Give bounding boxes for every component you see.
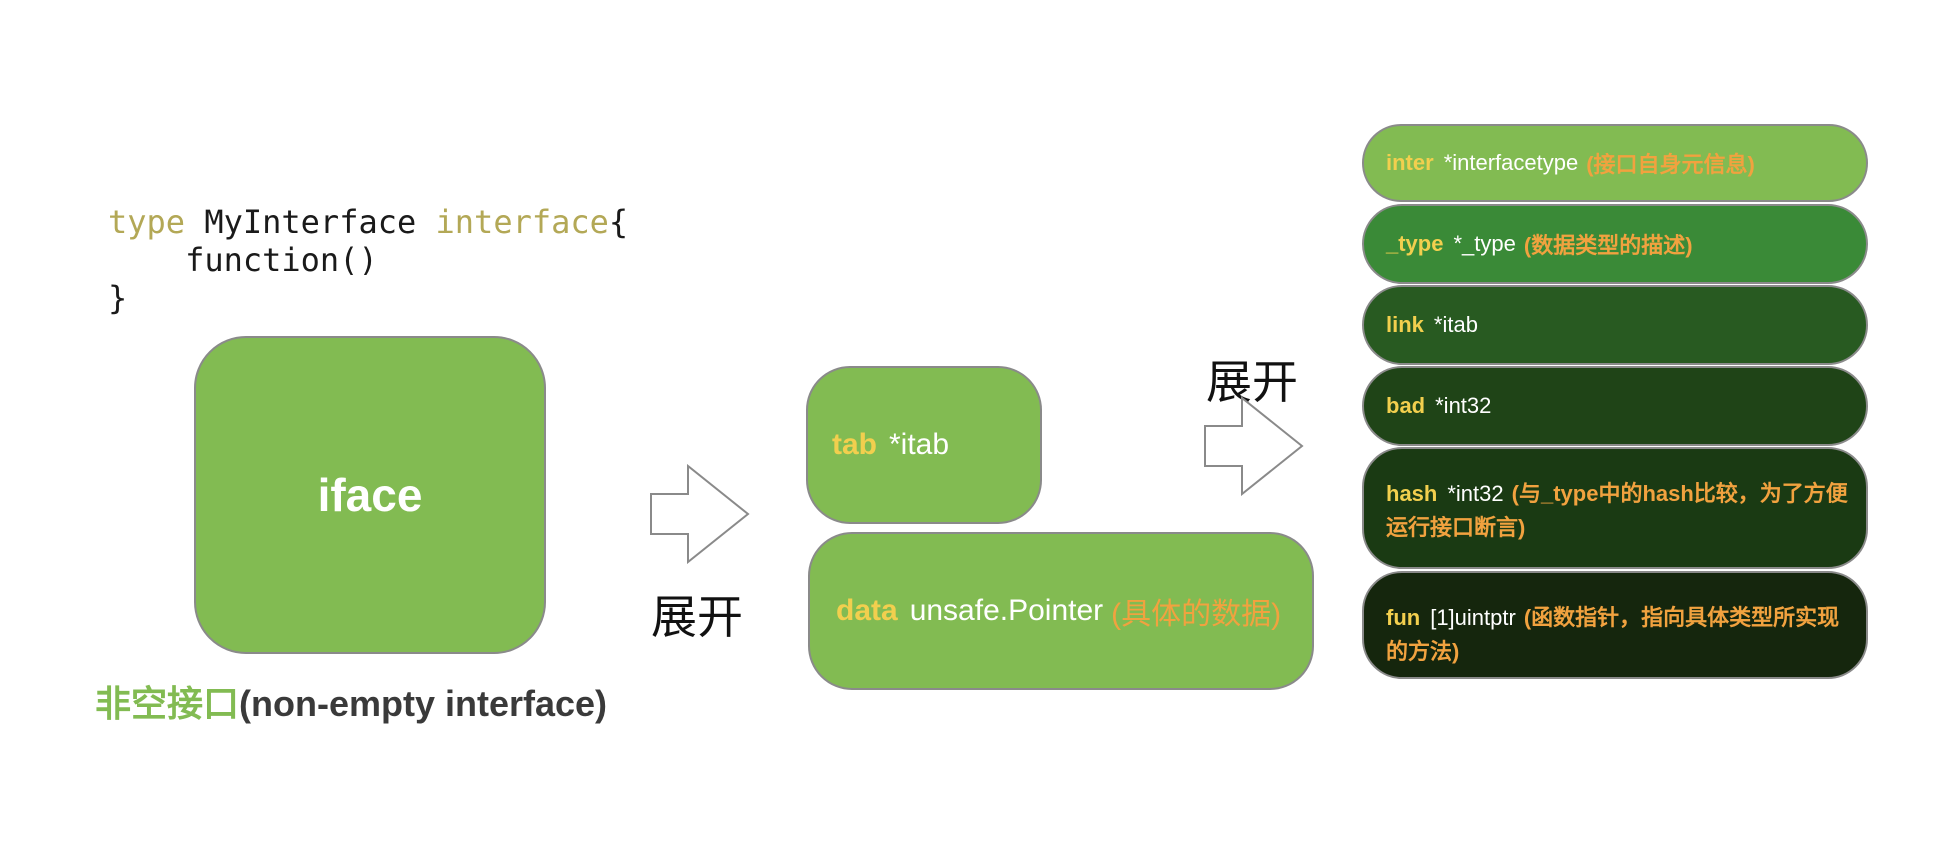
data-field-desc: (具体的数据) xyxy=(1111,598,1282,631)
hash-field-name: hash xyxy=(1386,481,1438,506)
fun-field-name: fun xyxy=(1386,605,1421,630)
itab-field-hash: hash *int32(与_type中的hash比较，为了方便运行接口断言) xyxy=(1362,447,1868,569)
fun-field-type: [1]uintptr xyxy=(1430,605,1516,630)
hash-field-type: *int32 xyxy=(1447,481,1504,506)
code-keyword-interface: interface xyxy=(435,203,609,241)
inter-field-type: *interfacetype xyxy=(1443,150,1579,175)
expand-arrow-icon-1 xyxy=(650,464,750,564)
inter-field-name: inter xyxy=(1386,150,1434,175)
iface-box: iface xyxy=(194,336,546,654)
code-brace-open: { xyxy=(608,203,629,241)
code-keyword-type: type xyxy=(108,203,186,241)
data-field-name: data xyxy=(836,594,898,627)
inter-field-desc: (接口自身元信息) xyxy=(1586,152,1755,177)
code-method: function() xyxy=(108,241,378,279)
hash-field-desc: (与_type中的hash比较，为了方便运行接口断言) xyxy=(1386,481,1848,540)
interface-code-snippet: type MyInterface interface{ function() } xyxy=(108,203,628,317)
tab-field-box: tab *itab xyxy=(806,366,1042,524)
diagram-caption: 非空接口(non-empty interface) xyxy=(95,675,607,727)
itab-field-type: _type *_type (数据类型的描述) xyxy=(1362,204,1868,284)
itab-field-fun: fun [1]uintptr(函数指针，指向具体类型所实现的方法) xyxy=(1362,571,1868,679)
type-field-desc: (数据类型的描述) xyxy=(1523,233,1693,258)
type-field-type: *_type xyxy=(1453,231,1516,256)
bad-field-name: bad xyxy=(1386,393,1426,418)
type-field-name: _type xyxy=(1386,231,1444,256)
tab-field-type: *itab xyxy=(889,428,950,461)
bad-field-type: *int32 xyxy=(1435,393,1492,418)
expand-label-2: 展开 xyxy=(1206,355,1298,409)
code-brace-close: } xyxy=(108,279,128,317)
fun-field-desc: (函数指针，指向具体类型所实现的方法) xyxy=(1386,605,1840,664)
data-field-box: data unsafe.Pointer (具体的数据) xyxy=(808,532,1314,690)
tab-field-name: tab xyxy=(832,428,877,461)
caption-cn: 非空接口 xyxy=(95,683,240,724)
data-field-type: unsafe.Pointer xyxy=(909,594,1104,627)
link-field-type: *itab xyxy=(1433,312,1478,337)
link-field-name: link xyxy=(1386,312,1424,337)
itab-field-bad: bad *int32 xyxy=(1362,366,1868,446)
iface-label: iface xyxy=(317,469,423,521)
expand-arrow-icon-2 xyxy=(1204,396,1304,496)
code-interface-name: MyInterface xyxy=(185,203,436,241)
expand-label-1: 展开 xyxy=(651,590,743,644)
itab-field-link: link *itab xyxy=(1362,285,1868,365)
itab-field-inter: inter *interfacetype (接口自身元信息) xyxy=(1362,124,1868,202)
caption-en: (non-empty interface) xyxy=(239,683,608,724)
